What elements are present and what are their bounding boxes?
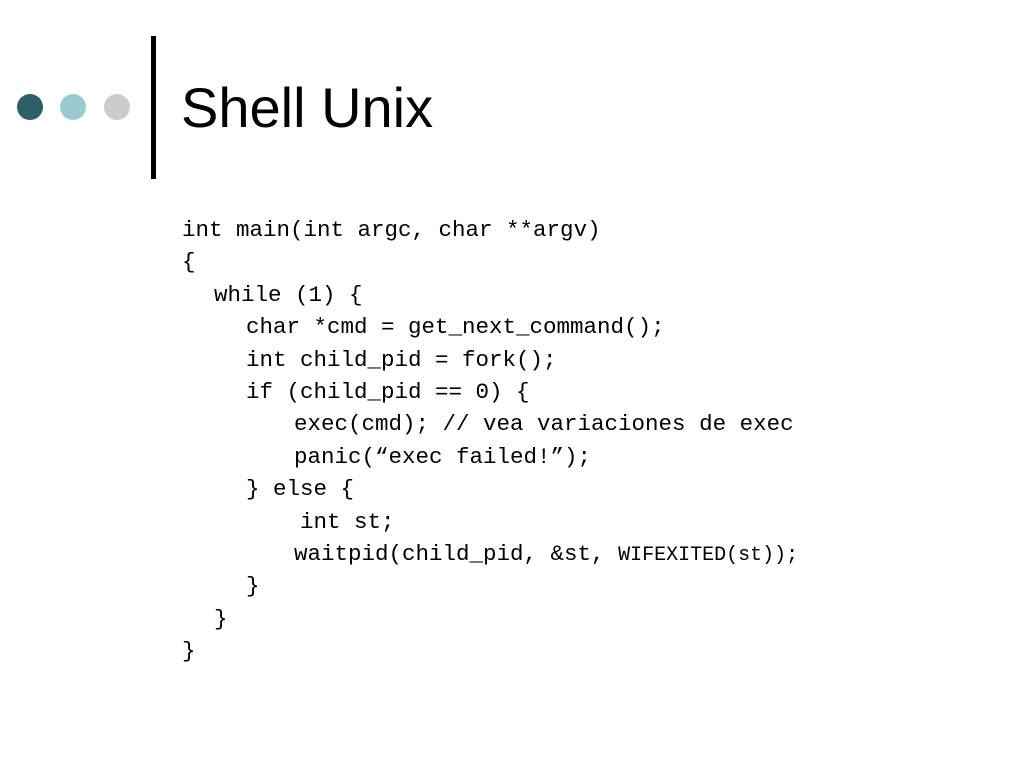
bullet-dot-gray-icon xyxy=(104,94,130,120)
code-text: } xyxy=(246,573,260,600)
code-line: while (1) { xyxy=(182,277,798,309)
code-text: } else { xyxy=(246,476,355,503)
code-line: } xyxy=(182,568,798,600)
code-text: } xyxy=(182,638,196,665)
code-text: int child_pid = fork(); xyxy=(246,346,557,373)
code-line: panic(“exec failed!”); xyxy=(182,439,798,471)
code-line: waitpid(child_pid, &st, WIFEXITED(st)); xyxy=(182,536,798,568)
code-text: exec(cmd); // vea variaciones de exec xyxy=(294,411,794,438)
code-text: waitpid(child_pid, &st, xyxy=(294,540,619,567)
code-line: int st; xyxy=(182,504,798,536)
code-text: if (child_pid == 0) { xyxy=(246,378,530,405)
slide-title: Shell Unix xyxy=(181,76,434,139)
code-line: } xyxy=(182,601,798,633)
code-text: while (1) { xyxy=(214,281,363,308)
code-text: } xyxy=(214,605,228,632)
code-line: exec(cmd); // vea variaciones de exec xyxy=(182,406,798,438)
bullet-dot-teal-icon xyxy=(60,94,86,120)
code-text: char *cmd = get_next_command(); xyxy=(246,314,665,341)
title-divider xyxy=(151,36,156,179)
code-line: { xyxy=(182,244,798,276)
bullet-dot-dark-icon xyxy=(17,94,43,120)
code-text: panic(“exec failed!”); xyxy=(294,443,592,470)
code-text-tail: WIFEXITED(st)); xyxy=(618,543,799,567)
code-text: int main(int argc, char **argv) xyxy=(182,217,601,243)
code-text: { xyxy=(182,249,196,276)
code-line: if (child_pid == 0) { xyxy=(182,374,798,406)
code-block: int main(int argc, char **argv) { while (1… xyxy=(182,212,798,665)
code-line: } else { xyxy=(182,471,798,503)
code-line: int main(int argc, char **argv) xyxy=(182,212,798,244)
code-line: int child_pid = fork(); xyxy=(182,342,798,374)
code-line: } xyxy=(182,633,798,665)
code-line: char *cmd = get_next_command(); xyxy=(182,309,798,341)
code-text: int st; xyxy=(300,508,395,535)
